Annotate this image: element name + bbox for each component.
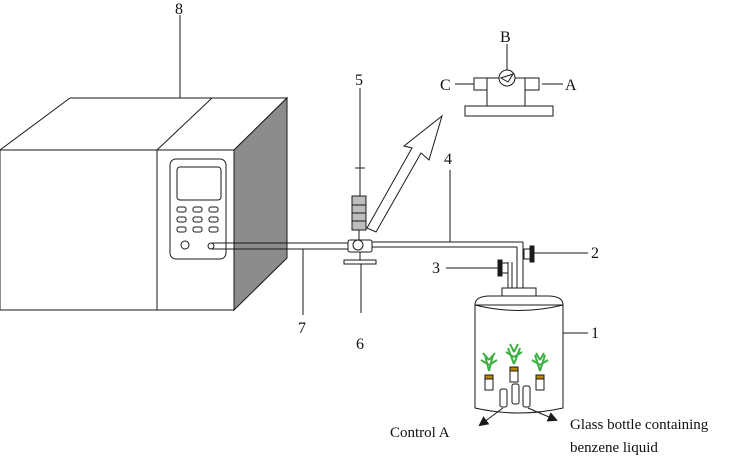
gc-power-button [180, 240, 190, 250]
three-way-valve [343, 239, 377, 313]
control-vial [499, 388, 508, 408]
gc-display-screen [176, 166, 222, 201]
label-1: 1 [591, 325, 599, 342]
label-7: 7 [298, 320, 306, 337]
label-3: 3 [432, 260, 440, 277]
vial-left [480, 352, 498, 391]
leader-lines [179, 15, 588, 427]
valve-detail [455, 44, 563, 117]
gc-keypad [176, 206, 219, 233]
label-5: 5 [355, 72, 363, 89]
gc-inlet-port [207, 242, 215, 250]
valve-3 [497, 259, 509, 277]
gas-chromatograph [0, 96, 289, 312]
gc-top-seam [156, 97, 213, 151]
vial-right [531, 352, 549, 391]
label-valve-a: A [565, 77, 577, 94]
transfer-line [212, 242, 351, 250]
label-6: 6 [356, 336, 364, 353]
plant-vials [480, 343, 549, 408]
zoom-arrow [366, 114, 443, 233]
vial-center [505, 343, 523, 383]
caption-glass-bottle-line1: Glass bottle containing [570, 417, 709, 433]
benzene-bottles [511, 383, 531, 408]
label-8: 8 [175, 1, 183, 18]
label-valve-b: B [500, 29, 511, 46]
caption-glass-bottle-line2: benzene liquid [570, 440, 658, 456]
label-valve-c: C [440, 77, 451, 94]
valve-2 [523, 245, 535, 263]
label-4: 4 [444, 151, 452, 168]
caption-control: Control A [390, 425, 450, 441]
syringe [351, 118, 367, 240]
label-2: 2 [591, 245, 599, 262]
